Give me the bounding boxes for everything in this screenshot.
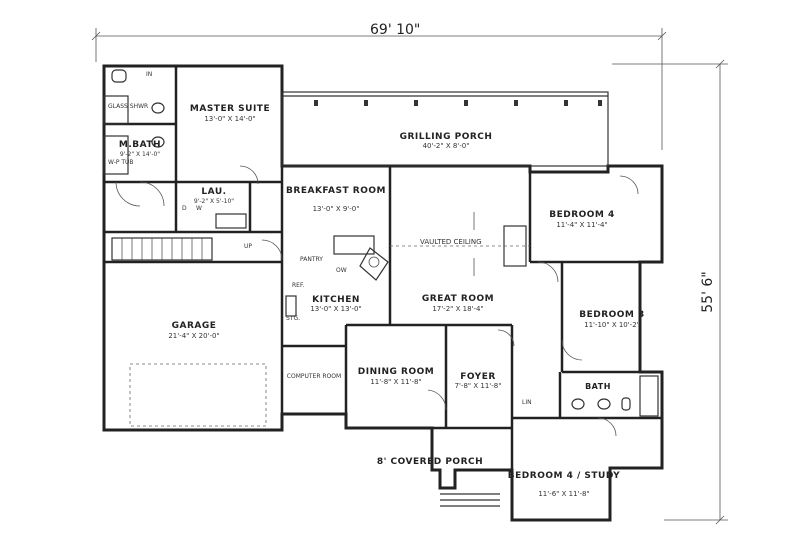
room-size: 7'-8" X 11'-8" — [455, 382, 502, 390]
room-name: FOYER — [460, 372, 496, 382]
room-size: 13'-0" X 13'-0" — [310, 305, 361, 313]
dryer-label: D — [182, 205, 187, 212]
room-size: 11'-4" X 11'-4" — [556, 221, 607, 229]
room-size: 11'-10" X 10'-2" — [584, 321, 640, 329]
grilling-porch-outline — [281, 91, 609, 167]
room-laundry: LAU. 9'-2" X 5'-10" — [194, 187, 234, 205]
room-breakfast: BREAKFAST ROOM 13'-0" X 9'-0" — [286, 186, 386, 213]
pantry-label: PANTRY — [300, 256, 323, 263]
computer-room-label: COMPUTER ROOM — [287, 373, 341, 380]
room-name: GARAGE — [172, 321, 217, 331]
room-name: GREAT ROOM — [422, 294, 494, 304]
room-name: DINING ROOM — [358, 367, 434, 377]
room-kitchen: KITCHEN 13'-0" X 13'-0" — [310, 295, 361, 313]
in-closet-label: IN — [146, 71, 152, 78]
wp-tub-label: W-P TUB — [108, 159, 134, 166]
garage-door — [129, 363, 267, 427]
interior-walls — [104, 66, 662, 470]
room-bedroom-4-study: BEDROOM 4 / STUDY 11'-6" X 11'-8" — [508, 471, 620, 498]
room-master-suite: MASTER SUITE 13'-0" X 14'-0" — [190, 104, 270, 123]
room-size: 11'-8" X 11'-8" — [370, 378, 421, 386]
room-name: MASTER SUITE — [190, 104, 270, 114]
depth-dimension: 55' 6" — [700, 271, 716, 312]
room-name: KITCHEN — [312, 295, 360, 305]
room-grilling-porch: GRILLING PORCH 40'-2" X 8'-0" — [400, 132, 493, 150]
room-size: 13'-0" X 9'-0" — [313, 205, 360, 213]
room-size: 9'-2" X 14'-0" — [120, 151, 160, 158]
exterior-wall — [102, 64, 664, 522]
room-name: GRILLING PORCH — [400, 132, 493, 142]
door-swings — [115, 165, 639, 437]
entry-steps — [440, 493, 500, 507]
room-name: M.BATH — [119, 140, 161, 150]
room-bedroom-3: BEDROOM 3 11'-10" X 10'-2" — [579, 310, 645, 329]
width-dimension: 69' 10" — [370, 22, 420, 38]
room-name: LAU. — [201, 187, 226, 197]
room-size: 9'-2" X 5'-10" — [194, 198, 234, 205]
storage-label: STG. — [286, 315, 300, 322]
room-name: BEDROOM 3 — [579, 310, 645, 320]
room-dining: DINING ROOM 11'-8" X 11'-8" — [358, 367, 434, 386]
refrigerator-label: REF. — [292, 282, 304, 289]
bath-label: BATH — [585, 382, 611, 391]
room-size: 13'-0" X 14'-0" — [204, 115, 255, 123]
oven-label: OW — [336, 267, 347, 274]
vaulted-ceiling-marks — [390, 212, 530, 276]
room-size: 21'-4" X 20'-0" — [168, 332, 219, 340]
room-size: 40'-2" X 8'-0" — [423, 142, 470, 150]
linen-closet-label: LIN — [522, 399, 532, 406]
room-m-bath: M.BATH 9'-2" X 14'-0" — [119, 140, 161, 158]
room-covered-porch: 8' COVERED PORCH — [377, 457, 483, 467]
room-name: 8' COVERED PORCH — [377, 457, 483, 467]
room-bedroom-4-top: BEDROOM 4 11'-4" X 11'-4" — [549, 210, 615, 229]
room-foyer: FOYER 7'-8" X 11'-8" — [455, 372, 502, 390]
width-dimension-line — [91, 28, 667, 150]
room-great-room: GREAT ROOM 17'-2" X 18'-4" — [422, 294, 494, 313]
kitchen-island — [333, 235, 389, 281]
washer-label: W — [196, 205, 202, 212]
room-name: BEDROOM 4 / STUDY — [508, 471, 620, 481]
glass-shower-label: GLASS SHWR — [108, 103, 148, 110]
room-garage: GARAGE 21'-4" X 20'-0" — [168, 321, 219, 340]
room-name: BREAKFAST ROOM — [286, 186, 386, 196]
stairs-up-label: UP — [244, 243, 252, 250]
fixtures — [103, 69, 659, 417]
room-size: 17'-2" X 18'-4" — [432, 305, 483, 313]
stairs — [111, 237, 213, 261]
room-size: 11'-6" X 11'-8" — [538, 490, 589, 498]
room-name: BEDROOM 4 — [549, 210, 615, 220]
vaulted-ceiling-label: VAULTED CEILING — [420, 238, 482, 246]
depth-dimension-line — [612, 59, 728, 525]
